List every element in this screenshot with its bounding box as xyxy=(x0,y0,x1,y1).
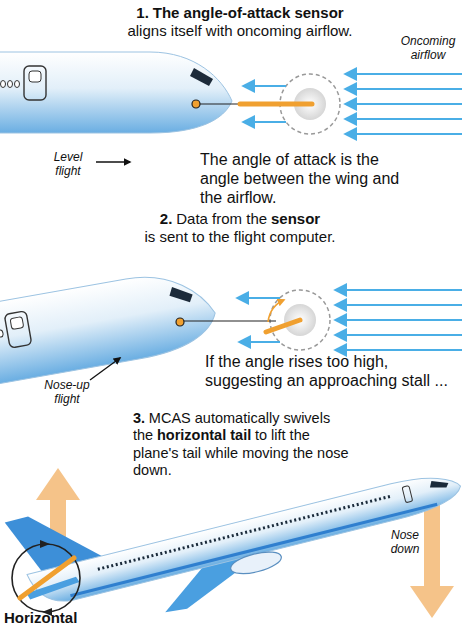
airflow-arrow xyxy=(244,85,286,87)
sensor-vane xyxy=(266,320,300,332)
plane-side-view xyxy=(5,413,474,631)
attitude-label: Level flight xyxy=(54,150,83,178)
cockpit-window xyxy=(168,284,194,306)
step-number: 3. xyxy=(133,410,145,426)
step-text: is sent to the flight computer. xyxy=(50,228,430,246)
sensor-dot xyxy=(176,318,184,326)
engine xyxy=(229,548,284,578)
cockpit-window xyxy=(428,477,449,491)
door-outline xyxy=(402,486,413,503)
sensor-lead-line xyxy=(183,320,276,321)
fuselage xyxy=(0,265,221,392)
airflow-arrows-level xyxy=(244,74,462,134)
pointer-arrow xyxy=(96,161,130,162)
motion-label: Nose down xyxy=(391,528,420,556)
airflow-arrow xyxy=(346,103,462,105)
airflow-arrow xyxy=(346,118,462,120)
airflow-arrow xyxy=(240,341,280,343)
belly-stripe xyxy=(70,504,437,595)
door-outline xyxy=(24,66,46,100)
callout-circle xyxy=(12,544,80,612)
cabin-window xyxy=(15,81,20,88)
airflow-arrow xyxy=(336,334,462,336)
airflow-arrow xyxy=(336,349,462,351)
step-heading: The angle-of-attack sensor xyxy=(153,4,344,21)
airflow-label: Oncoming airflow xyxy=(401,34,456,62)
step-heading: sensor xyxy=(271,210,320,227)
attitude-caption: Nose-up flight xyxy=(38,378,96,407)
airflow-arrow xyxy=(346,73,462,75)
step-number: 1. xyxy=(136,4,149,21)
aoa-sensor-nose-up xyxy=(176,290,330,350)
door-window xyxy=(10,317,24,330)
annotation: If the angle rises too high, suggesting … xyxy=(205,353,448,389)
plane-nose-level xyxy=(0,52,232,133)
airflow-arrows-nose-up xyxy=(238,290,462,350)
fuselage xyxy=(0,52,232,133)
cabin-window xyxy=(8,81,13,88)
part-label: Horizontal xyxy=(4,609,77,626)
step-caption: 3.MCAS automatically swivels thehorizont… xyxy=(133,410,351,480)
attitude-caption: Level flight xyxy=(42,150,94,179)
aoa-sensor-level xyxy=(192,74,340,134)
airflow-arrow xyxy=(244,121,286,123)
sensor-dot xyxy=(192,100,200,108)
sensor-vane xyxy=(240,102,312,107)
step-caption: 1.The angle-of-attack sensoraligns itsel… xyxy=(50,4,430,40)
annotation: The angle of attack is the angle between… xyxy=(200,151,399,206)
horizontal-tail-callout xyxy=(12,540,80,616)
step-heading: horizontal tail xyxy=(157,427,251,443)
airflow-arrow xyxy=(336,304,462,306)
motion-caption: Nose down xyxy=(384,528,426,557)
note-block: If the angle rises too high, suggesting … xyxy=(205,352,450,390)
step-text: Data from the xyxy=(176,210,267,227)
airflow-arrow xyxy=(336,319,462,321)
airflow-arrow xyxy=(238,297,280,299)
door-outline xyxy=(4,311,32,348)
airflow-arrow xyxy=(346,88,462,90)
flow-caption: Oncoming airflow xyxy=(390,34,466,63)
cabin-window xyxy=(1,81,6,88)
step-number: 2. xyxy=(160,210,173,227)
note-block: The angle of attack is the angle between… xyxy=(200,150,410,208)
plane-nose-up xyxy=(0,265,221,392)
elevator-swivel xyxy=(20,558,74,598)
cockpit-window xyxy=(190,68,213,86)
step-text: aligns itself with oncoming airflow. xyxy=(50,22,430,40)
rotation-arrow xyxy=(268,300,284,322)
part-caption: Horizontal xyxy=(4,609,124,627)
attitude-label: Nose-up flight xyxy=(44,378,89,406)
fuselage xyxy=(27,468,465,610)
airflow-arrow xyxy=(336,289,462,291)
pointer-arrow xyxy=(90,358,120,380)
cabin-window xyxy=(0,330,4,338)
airflow-arrow xyxy=(346,133,462,135)
rotation-arrowhead xyxy=(40,540,50,548)
step-caption: 2.Data from thesensoris sent to the flig… xyxy=(50,210,430,246)
door-window xyxy=(29,71,41,82)
